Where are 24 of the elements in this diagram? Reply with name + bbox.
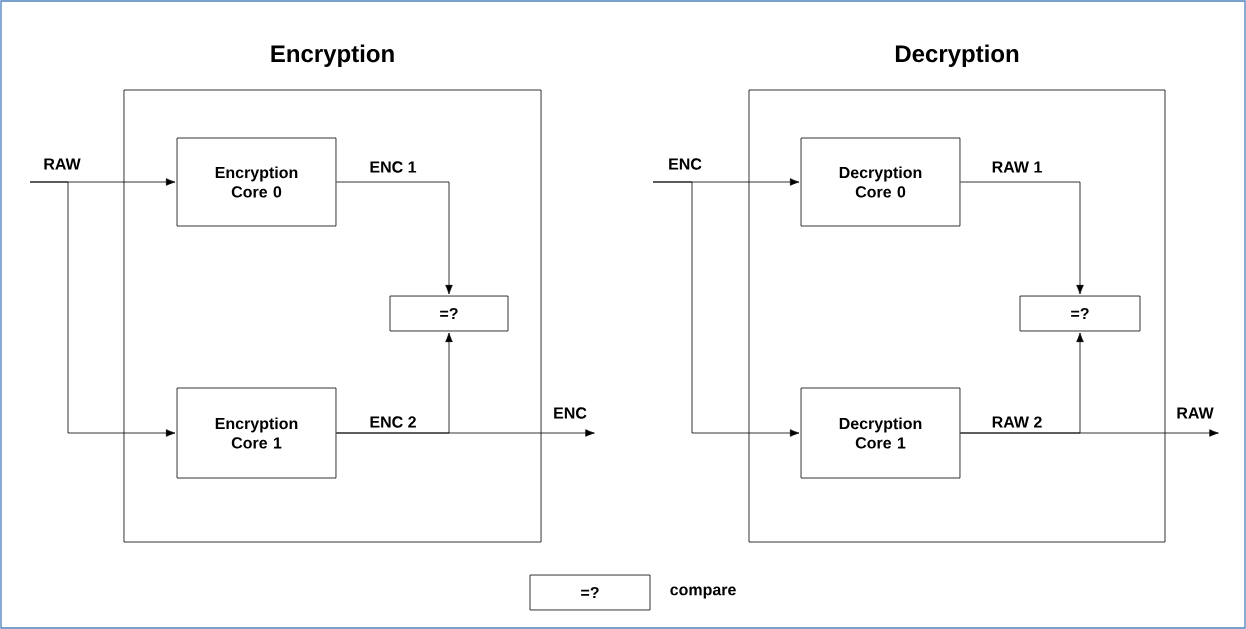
edge-label: ENC 1: [370, 161, 417, 173]
process-box: Decryption Core 0: [800, 137, 961, 227]
arrow: [652, 181, 800, 437]
arrow: [960, 181, 1084, 295]
edge-label: ENC 2: [370, 416, 416, 428]
edge-label: RAW: [1177, 407, 1214, 419]
legend-text: compare: [670, 586, 736, 599]
process-box: Decryption Core 1: [800, 387, 961, 479]
arrow: [335, 181, 453, 295]
edge-label: RAW 1: [992, 161, 1042, 173]
arrow: [29, 181, 176, 437]
edge-label: RAW: [44, 158, 81, 170]
node-label: Decryption: [895, 44, 1019, 67]
edge-label: ENC: [669, 158, 702, 170]
node-label: Encryption: [271, 44, 394, 67]
process-box: Encryption Core 0: [176, 137, 337, 227]
arrow: [335, 429, 595, 437]
legend-box: =?: [529, 574, 651, 611]
compare-box: =?: [1019, 295, 1141, 332]
edge-label: RAW 2: [992, 416, 1042, 428]
edge-label: ENC: [554, 407, 587, 419]
arrow: [960, 429, 1219, 437]
process-box: Encryption Core 1: [176, 387, 337, 479]
compare-box: =?: [389, 295, 509, 332]
